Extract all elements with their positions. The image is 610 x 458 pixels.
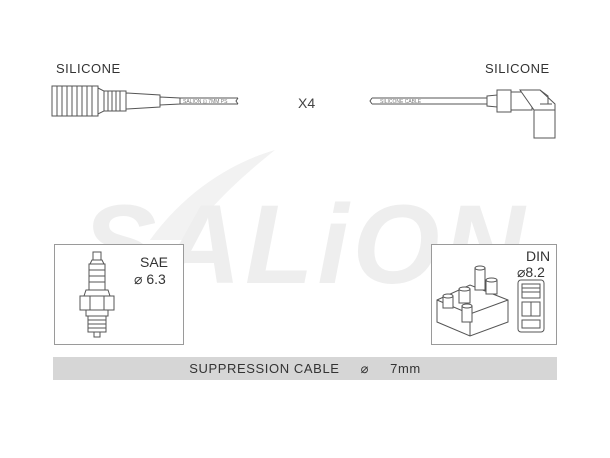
quantity-label: X4 (298, 95, 316, 111)
sae-label: SAE (140, 254, 169, 270)
sae-box (54, 244, 184, 345)
right-cable-print: SILICONE CABLE (380, 99, 422, 105)
diameter-symbol: ⌀ (360, 360, 370, 376)
din-label: DIN (526, 248, 551, 264)
sae-size: ⌀ 6.3 (134, 271, 166, 287)
footer-value: 7mm (390, 361, 421, 376)
left-silicone-label: SILICONE (56, 61, 121, 76)
right-silicone-label: SILICONE (485, 61, 550, 76)
footer-prefix: SUPPRESSION CABLE (189, 361, 340, 376)
din-size: ⌀8.2 (517, 264, 545, 280)
left-cable-print: SALION ⊡ 7MM PS (183, 99, 228, 105)
suppression-cable-bar: SUPPRESSION CABLE ⌀ 7mm (53, 357, 557, 380)
